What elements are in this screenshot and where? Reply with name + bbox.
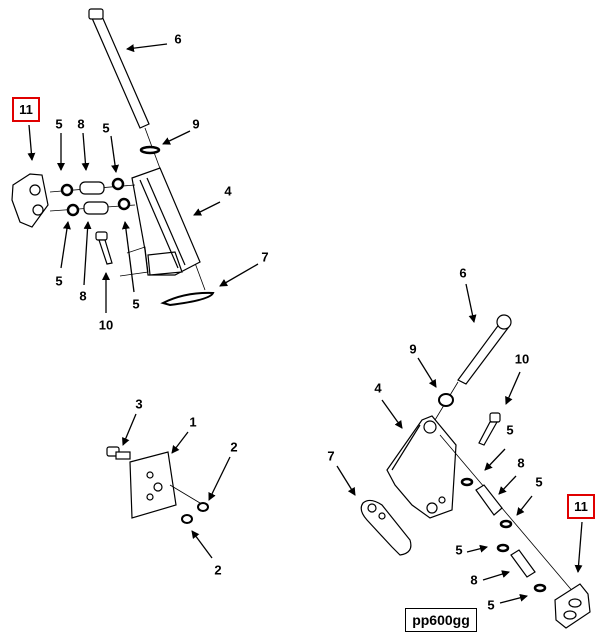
pin-part-6-right — [457, 314, 512, 385]
pin-part-6-top — [88, 8, 150, 129]
washer-part-9-right — [438, 393, 454, 407]
label-3: 3 — [135, 396, 143, 412]
label-5: 5 — [506, 422, 514, 438]
label-5: 5 — [55, 273, 63, 289]
label-7: 7 — [327, 448, 335, 464]
label-5: 5 — [102, 120, 110, 136]
label-5: 5 — [455, 542, 463, 558]
label-1: 1 — [189, 414, 197, 430]
ring-part-2b — [181, 514, 193, 524]
label-4: 4 — [224, 183, 232, 199]
bushings-top — [60, 177, 131, 217]
label-7: 7 — [261, 249, 269, 265]
label-5: 5 — [55, 116, 63, 132]
label-6: 6 — [174, 31, 182, 47]
label-5: 5 — [535, 474, 543, 490]
label-9: 9 — [409, 341, 417, 357]
bracket-part-4-right — [386, 415, 457, 519]
plate-part-1 — [129, 451, 177, 519]
leader-arrows — [27, 43, 583, 604]
label-5: 5 — [132, 296, 140, 312]
ring-part-2a — [197, 502, 209, 512]
label-10: 10 — [514, 351, 530, 367]
label-8: 8 — [79, 288, 87, 304]
diagram-code-box: pp600gg — [405, 608, 477, 632]
bolt-part-10-right — [478, 412, 501, 446]
label-5: 5 — [487, 597, 495, 613]
callout-11-right: 11 — [567, 494, 595, 519]
label-9: 9 — [192, 116, 200, 132]
label-2: 2 — [230, 439, 238, 455]
label-2: 2 — [214, 562, 222, 578]
callout-11-top: 11 — [12, 97, 40, 122]
label-8: 8 — [470, 572, 478, 588]
plate-part-7-top — [160, 291, 215, 307]
bolt-part-10-top — [95, 231, 113, 265]
label-10: 10 — [98, 317, 114, 333]
bracket-part-4-top — [131, 167, 201, 276]
label-6: 6 — [459, 265, 467, 281]
label-8: 8 — [77, 116, 85, 132]
label-8: 8 — [517, 455, 525, 471]
washer-part-9-top — [139, 145, 161, 155]
block-part-11-top — [11, 173, 49, 228]
plate-part-7-right — [360, 499, 412, 556]
label-4: 4 — [374, 380, 382, 396]
block-part-11-right — [554, 583, 591, 629]
bolt-part-3 — [106, 446, 131, 460]
bushings-right — [460, 477, 547, 593]
